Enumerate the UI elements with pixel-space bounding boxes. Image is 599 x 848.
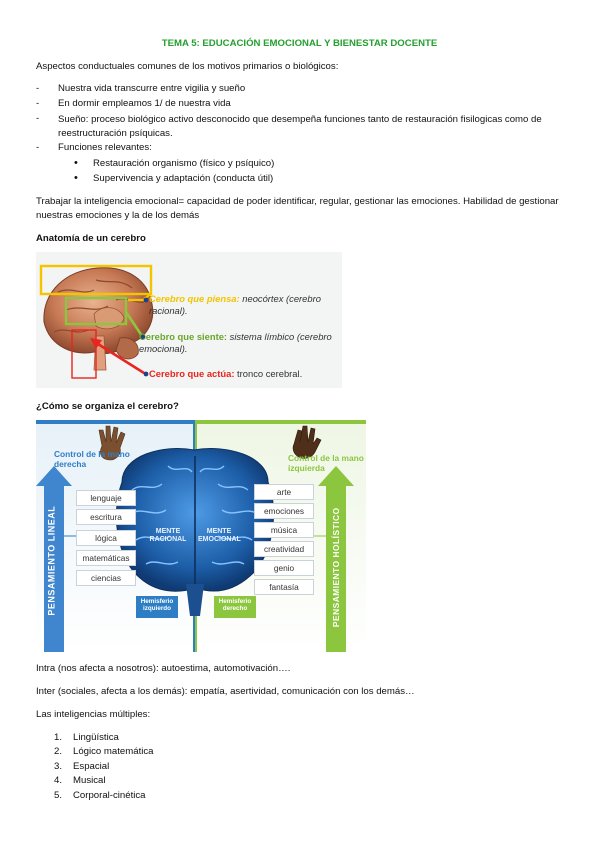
rational-mind-label: MENTE RACIONAL <box>149 528 187 544</box>
left-hand-icon <box>292 425 322 459</box>
limbic-label-rest: sistema límbico (cerebro emocional). <box>139 331 332 355</box>
left-word-box: lenguaje <box>76 490 136 506</box>
right-hand-icon <box>98 425 126 461</box>
bullet-dot-icon: • <box>74 172 78 184</box>
dash-item-text: Nuestra vida transcurre entre vigilia y … <box>58 83 246 94</box>
limbic-dot <box>140 334 146 340</box>
intelligence-name: Lógico matemática <box>73 746 154 757</box>
right-hand-control-label: Control de la mano derecha <box>54 449 130 469</box>
left-word-box: escritura <box>76 509 136 525</box>
intelligence-name: Corporal-cinética <box>73 790 146 801</box>
brain-stem-shape <box>186 584 204 616</box>
neocortex-label-bold: Cerebro que piensa: <box>149 293 240 304</box>
limbic-label: Cerebro que siente: sistema límbico (cer… <box>139 331 337 355</box>
anatomy-heading: Anatomía de un cerebro <box>36 233 146 244</box>
neocortex-highlight-box <box>39 264 153 296</box>
sub-bullet-text: Restauración organismo (físico y psíquic… <box>93 158 275 169</box>
right-word-box: emociones <box>254 503 314 519</box>
right-word-box: genio <box>254 560 314 576</box>
intelligence-name: Lingüística <box>73 732 119 743</box>
dash-marker: - <box>36 83 40 94</box>
dash-marker: - <box>36 98 40 109</box>
document-title: TEMA 5: EDUCACIÓN EMOCIONAL Y BIENESTAR … <box>161 38 438 49</box>
intelligence-name: Espacial <box>73 761 110 772</box>
linear-arrow <box>36 466 72 652</box>
dash-marker: - <box>36 142 40 153</box>
dash-item-text: En dormir empleamos 1/ de nuestra vida <box>58 98 231 109</box>
limbic-pointer <box>124 311 144 337</box>
right-word-box: fantasía <box>254 579 314 595</box>
brainstem-highlight-box <box>71 329 97 379</box>
brain-folds <box>53 279 145 333</box>
left-word-box: lógica <box>76 530 136 546</box>
brain-organization-figure: Control de la mano derecha Control de la… <box>36 420 366 652</box>
organization-heading: ¿Cómo se organiza el cerebro? <box>36 401 179 412</box>
left-top-bar <box>36 420 194 424</box>
dash-item-text: Sueño: proceso biológico activo desconoc… <box>58 114 542 139</box>
cerebellum-shape <box>115 337 139 360</box>
sub-bullet-text: Supervivencia y adaptación (conducta úti… <box>93 173 274 184</box>
left-word-box: matemáticas <box>76 550 136 566</box>
brain-anatomy-illustration <box>39 264 154 379</box>
right-top-bar <box>194 420 366 424</box>
brain-anatomy-figure: Cerebro que piensa: neocórtex (cerebro r… <box>36 252 342 388</box>
neocortex-dot <box>143 297 149 303</box>
dash-item-text: Funciones relevantes: <box>58 142 152 153</box>
limbic-label-bold: Cerebro que siente: <box>139 331 228 342</box>
intra-text: Intra (nos afecta a nosotros): autoestim… <box>36 663 291 674</box>
neocortex-label: Cerebro que piensa: neocórtex (cerebro r… <box>149 293 339 317</box>
neocortex-label-rest: neocórtex (cerebro racional). <box>149 293 321 317</box>
emotional-mind-label: MENTE EMOCIONAL <box>198 528 241 544</box>
intro-text: Aspectos conductuales comunes de los mot… <box>36 61 339 72</box>
left-hemisphere-badge: Hemisferio izquierdo <box>136 596 178 618</box>
brainstem-label-bold: Cerebro que actúa: <box>149 368 235 379</box>
limbic-highlight-box <box>64 296 128 326</box>
brainstem-pointer <box>97 342 145 375</box>
dash-marker: - <box>36 113 40 124</box>
brainstem-dot <box>143 371 149 377</box>
left-word-box: ciencias <box>76 570 136 586</box>
holistic-thinking-label: PENSAMIENTO HOLÍSTICO <box>330 507 341 628</box>
intelligence-name: Musical <box>73 775 106 786</box>
right-word-box: creatividad <box>254 541 314 557</box>
bullet-dot-icon: • <box>74 157 78 169</box>
emotional-intelligence-paragraph: Trabajar la inteligencia emocional= capa… <box>36 196 559 221</box>
right-word-box: música <box>254 522 314 538</box>
inter-text: Inter (sociales, afecta a los demás): em… <box>36 686 415 697</box>
brain-folds <box>129 465 259 565</box>
right-hemisphere-badge: Hemisferio derecho <box>214 596 256 618</box>
left-hand-control-label: Control de la mano izquierda <box>288 453 364 473</box>
brainstem-arrowhead <box>90 338 102 349</box>
brainstem-label-rest: tronco cerebral. <box>234 368 303 379</box>
linear-thinking-label: PENSAMIENTO LINEAL <box>46 505 57 616</box>
right-word-box: arte <box>254 484 314 500</box>
multiple-intelligences-heading: Las inteligencias múltiples: <box>36 709 151 720</box>
holistic-arrow <box>318 466 354 652</box>
brainstem-label: Cerebro que actúa: tronco cerebral. <box>149 368 339 380</box>
